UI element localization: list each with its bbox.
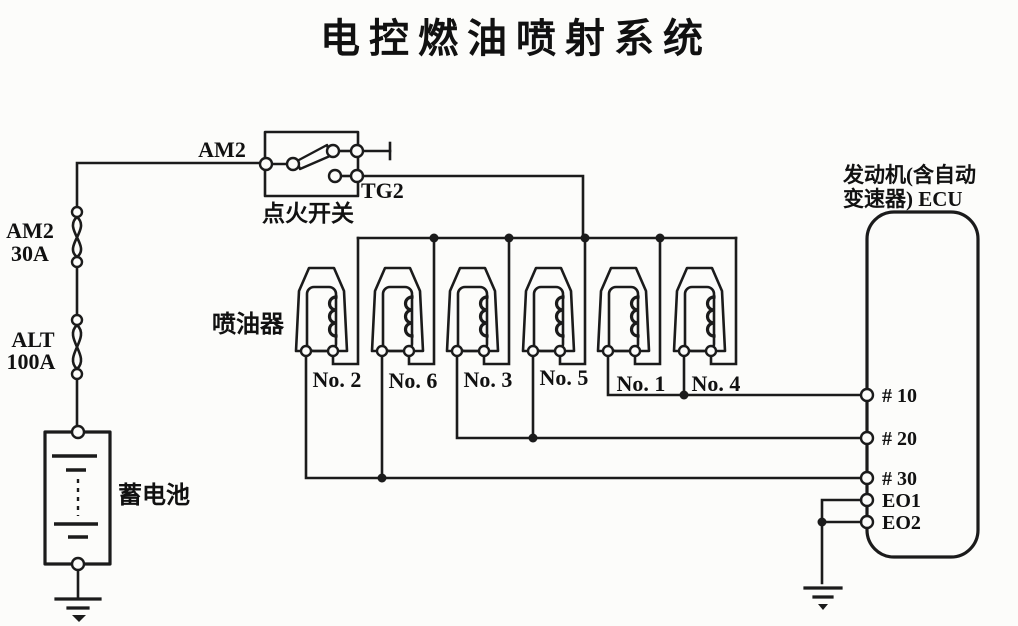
junction-dots [377, 233, 827, 527]
ecu-box [865, 210, 980, 559]
am2-feed-wire [75, 161, 263, 209]
ecu-terminal-20 [859, 430, 875, 446]
injector-no2-label: No. 2 [313, 367, 362, 392]
am2-wire-label: AM2 [198, 137, 246, 162]
injector-no4-icon [672, 266, 727, 358]
fuse2-terminal-bottom [70, 367, 84, 381]
fuse2-rating-label: 100A [7, 349, 56, 374]
ecu-ground-icon [803, 586, 843, 610]
injector-no5-icon [521, 266, 576, 358]
fuse1-rating-label: 30A [11, 241, 49, 266]
fuse1-terminal-top [70, 205, 84, 219]
injector-no5-label: No. 5 [540, 365, 589, 390]
coil-icon [478, 295, 489, 338]
battery-label: 蓄电池 [118, 482, 190, 509]
battery-ground-icon [54, 597, 102, 622]
switch-contact-lower [327, 168, 343, 184]
injector-no1-label: No. 1 [617, 371, 666, 396]
injector-no4-label: No. 4 [692, 371, 741, 396]
ecu-terminal-30-label: # 30 [882, 468, 917, 490]
ecu-terminal-eo2 [859, 514, 875, 530]
battery-terminal-top [70, 424, 86, 440]
coil-icon [403, 295, 414, 338]
injector-return-wires [304, 354, 863, 480]
injector-no6-icon [370, 266, 425, 358]
diagram-title: 电控燃油喷射系统 [320, 16, 712, 61]
injector-no3-label: No. 3 [464, 367, 513, 392]
ecu-terminal-eo1 [859, 492, 875, 508]
ignition-switch-label: 点火开关 [262, 200, 354, 226]
injector-no3-icon [445, 266, 500, 358]
ecu-ground-wires [820, 498, 863, 585]
fuse-alt-100a-icon [70, 313, 84, 381]
ecu-terminal-circles [859, 387, 875, 530]
fuse1-terminal-bottom [70, 255, 84, 269]
switch-terminal-am2 [258, 156, 274, 172]
coil-icon [629, 295, 640, 338]
injector-supply-risers [331, 236, 738, 366]
ecu-title-line1: 发动机(含自动 [842, 163, 976, 187]
wire-no3-to-20 [455, 354, 863, 440]
tg2-supply-wire [361, 174, 585, 240]
fuse2-name-label: ALT [11, 327, 55, 352]
tg2-terminal-label: TG2 [361, 178, 404, 203]
switch-terminal-pivot [285, 156, 301, 172]
fuse1-name-label: AM2 [6, 218, 54, 243]
wire-no2-to-30 [304, 354, 863, 480]
battery-terminal-bottom [70, 556, 86, 572]
injector-icons [294, 266, 727, 358]
switch-terminal-upper-right [349, 143, 365, 159]
coil-icon [554, 295, 565, 338]
ecu-terminal-20-label: # 20 [882, 428, 917, 450]
fuse-am2-30a-icon [70, 205, 84, 269]
wire-no1-to-10 [606, 354, 863, 397]
ecu-terminal-10 [859, 387, 875, 403]
injector-no2-icon [294, 266, 349, 358]
coil-icon [327, 295, 338, 338]
ecu-title-line2: 变速器) ECU [843, 187, 963, 211]
switch-contact-upper [325, 143, 341, 159]
ecu-terminal-eo1-label: EO1 [882, 490, 921, 512]
battery-icon [43, 424, 112, 572]
injector-no1-icon [596, 266, 651, 358]
fuse2-terminal-top [70, 313, 84, 327]
ecu-terminal-30 [859, 470, 875, 486]
ecu-terminal-10-label: # 10 [882, 385, 917, 407]
injector-group-label: 喷油器 [212, 311, 285, 338]
injector-no6-label: No. 6 [389, 368, 438, 393]
ignition-switch-icon [258, 130, 392, 198]
switch-lever [295, 143, 332, 171]
coil-icon [705, 295, 716, 338]
ecu-terminal-eo2-label: EO2 [882, 512, 921, 534]
power-feed-wires [75, 161, 263, 599]
